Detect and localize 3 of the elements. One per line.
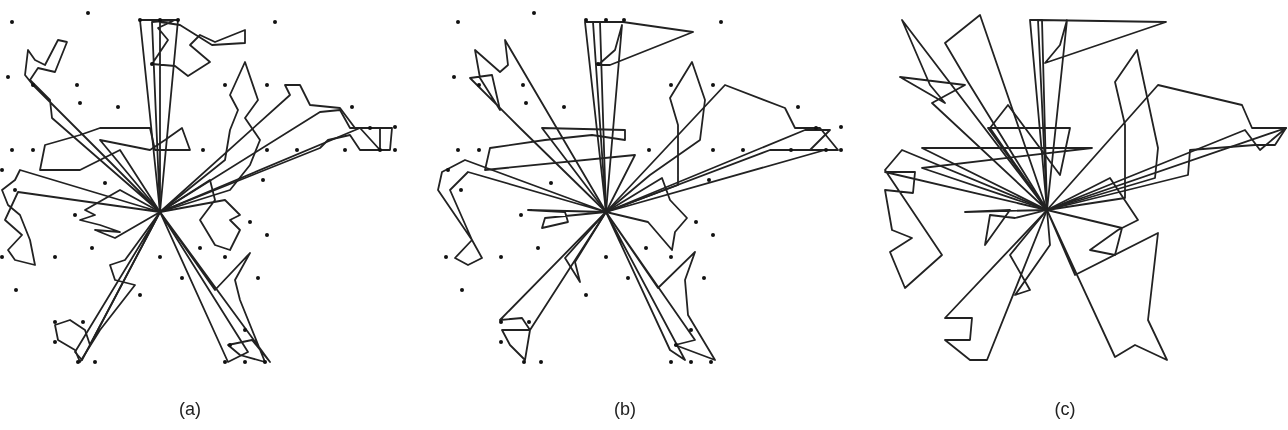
panel-label: (b) <box>614 398 636 420</box>
panel-label: (a) <box>179 398 201 420</box>
panel-label: (c) <box>1054 398 1076 420</box>
